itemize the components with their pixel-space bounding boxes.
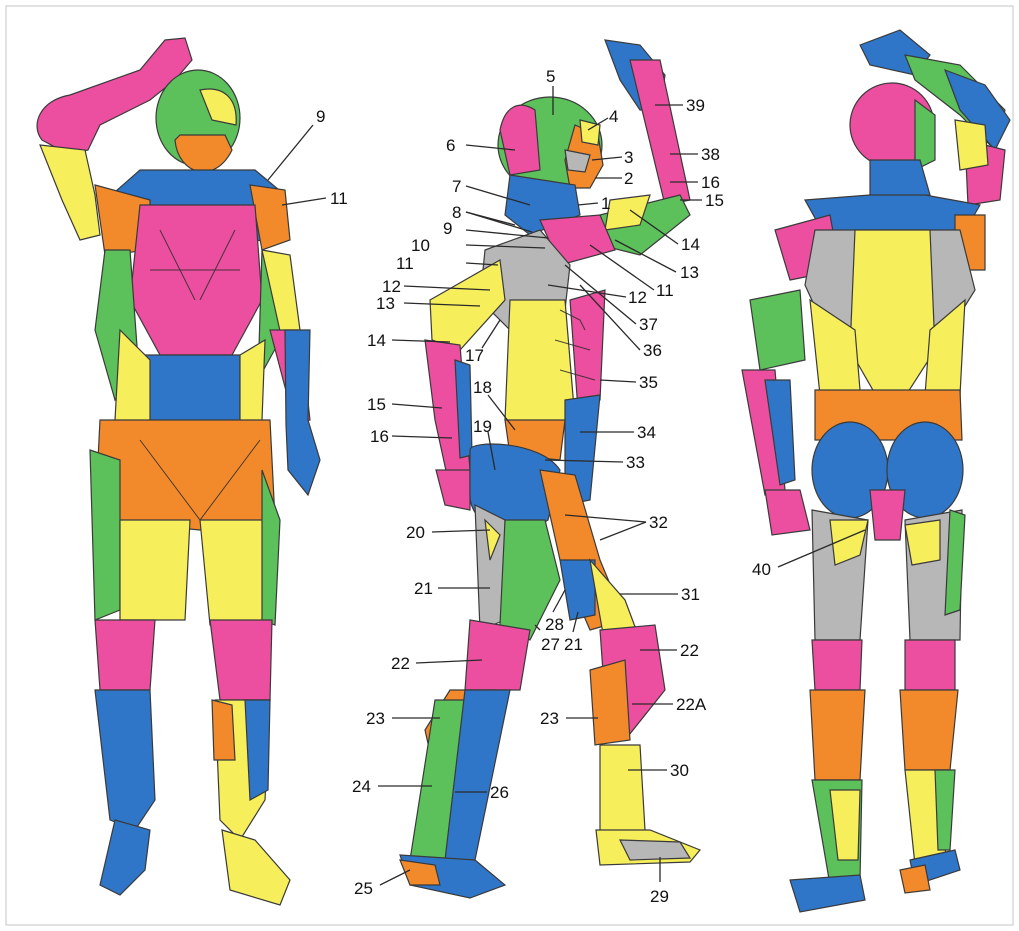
side-label: 3 bbox=[624, 148, 633, 167]
side-label: 20 bbox=[406, 523, 425, 542]
side-label: 8 bbox=[452, 203, 461, 222]
side-label: 6 bbox=[446, 136, 455, 155]
side-label: 15 bbox=[705, 191, 724, 210]
side-label: 22 bbox=[680, 641, 699, 660]
front-raised-upper-arm bbox=[40, 145, 100, 240]
side-serratus bbox=[570, 290, 605, 410]
side-label: 9 bbox=[443, 219, 452, 238]
side-label: 14 bbox=[681, 235, 700, 254]
side-label: 15 bbox=[367, 395, 386, 414]
side-view-figure bbox=[400, 40, 700, 898]
side-label: 14 bbox=[367, 331, 386, 350]
front-knee-right bbox=[95, 620, 155, 690]
side-eye-region bbox=[580, 120, 600, 145]
back-lower-leg-left-green bbox=[935, 770, 955, 850]
side-label: 21 bbox=[564, 635, 583, 654]
side-label: 1 bbox=[601, 194, 610, 213]
side-label: 23 bbox=[540, 709, 559, 728]
side-label: 23 bbox=[366, 709, 385, 728]
side-label: 12 bbox=[628, 288, 647, 307]
front-left-forearm-hand bbox=[285, 330, 320, 495]
side-label: 16 bbox=[701, 173, 720, 192]
side-label: 38 bbox=[701, 145, 720, 164]
side-lowered-hand bbox=[436, 470, 470, 510]
back-foot-right bbox=[790, 875, 865, 912]
side-label: 33 bbox=[626, 453, 645, 472]
side-label: 24 bbox=[352, 777, 371, 796]
side-label: 31 bbox=[681, 585, 700, 604]
back-calf-left bbox=[900, 690, 958, 770]
front-calf-left bbox=[212, 700, 235, 760]
side-knee-back bbox=[465, 620, 530, 690]
side-label: 11 bbox=[656, 281, 674, 300]
front-shin-right bbox=[95, 690, 155, 830]
front-hips bbox=[95, 420, 275, 530]
front-foot-right bbox=[100, 820, 150, 895]
front-thigh-right bbox=[120, 520, 190, 620]
side-label: 13 bbox=[680, 263, 699, 282]
side-label: 13 bbox=[376, 294, 395, 313]
side-label: 5 bbox=[546, 67, 555, 86]
back-raised-triceps bbox=[955, 120, 988, 170]
front-label: 9 bbox=[316, 107, 325, 126]
side-label: 36 bbox=[643, 341, 662, 360]
front-knee-left bbox=[210, 620, 272, 700]
front-label: 11 bbox=[330, 189, 348, 208]
side-label: 22 bbox=[391, 654, 410, 673]
side-label: 11 bbox=[396, 254, 414, 273]
side-label: 27 bbox=[541, 635, 560, 654]
side-label: 10 bbox=[411, 236, 430, 255]
back-label: 40 bbox=[752, 560, 771, 579]
side-label: 19 bbox=[473, 417, 492, 436]
side-label: 22A bbox=[676, 695, 707, 714]
back-knee-right bbox=[812, 640, 862, 690]
front-foot-left bbox=[222, 830, 290, 905]
back-heel-left bbox=[900, 865, 930, 893]
side-label: 28 bbox=[545, 615, 564, 634]
front-thigh-right-outer bbox=[90, 450, 120, 620]
side-label: 2 bbox=[624, 169, 633, 188]
side-calf-front bbox=[590, 660, 630, 745]
back-hamstring-left-yellow bbox=[905, 520, 940, 565]
front-thigh-left-outer bbox=[262, 470, 280, 625]
side-raised-forearm bbox=[630, 60, 690, 205]
front-chest bbox=[130, 205, 262, 355]
side-label: 37 bbox=[639, 315, 658, 334]
side-label: 18 bbox=[473, 378, 492, 397]
side-label: 29 bbox=[650, 887, 669, 906]
back-knee-left bbox=[905, 640, 955, 690]
side-label: 17 bbox=[465, 346, 484, 365]
side-label: 21 bbox=[414, 579, 433, 598]
side-foot-front-gray bbox=[620, 840, 690, 860]
side-shin-front bbox=[600, 745, 645, 840]
side-label: 4 bbox=[609, 107, 618, 126]
side-label: 25 bbox=[354, 879, 373, 898]
side-label: 39 bbox=[686, 96, 705, 115]
back-left-hand bbox=[765, 490, 810, 535]
side-label: 32 bbox=[649, 513, 668, 532]
back-calf-right bbox=[810, 690, 865, 780]
side-label: 26 bbox=[490, 783, 509, 802]
side-thigh-blue bbox=[560, 560, 595, 620]
side-label: 34 bbox=[637, 423, 656, 442]
side-label: 7 bbox=[452, 177, 461, 196]
front-face bbox=[175, 135, 232, 172]
back-neck bbox=[870, 160, 930, 200]
back-view-figure bbox=[742, 30, 1010, 912]
front-calf-left-outer bbox=[245, 700, 270, 800]
side-label: 35 bbox=[639, 373, 658, 392]
side-label: 16 bbox=[370, 427, 389, 446]
back-gluteal-cleft bbox=[870, 490, 905, 540]
back-left-upper-arm bbox=[750, 290, 805, 370]
side-label: 30 bbox=[670, 761, 689, 780]
front-thigh-left bbox=[200, 520, 265, 625]
